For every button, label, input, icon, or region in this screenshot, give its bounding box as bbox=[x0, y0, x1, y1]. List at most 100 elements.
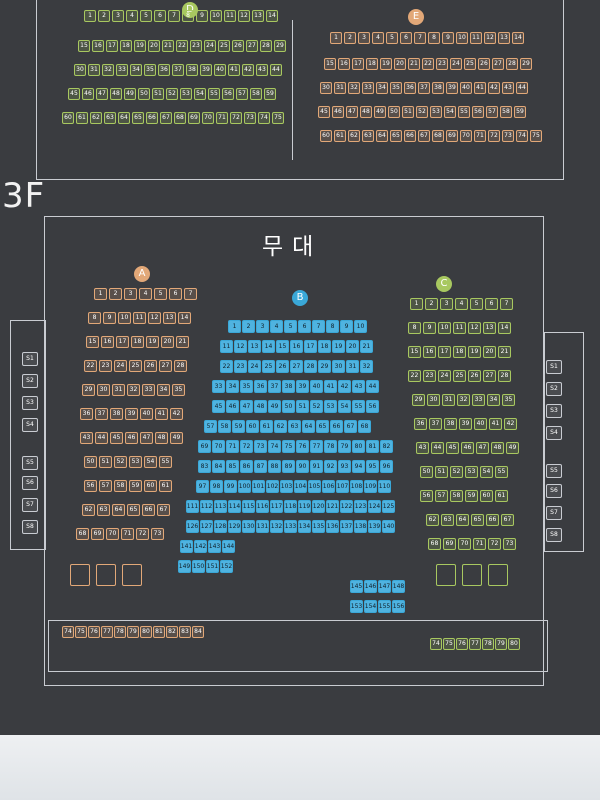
seat-section-b[interactable]: 106 bbox=[322, 480, 335, 493]
seat-upper-d[interactable]: 3 bbox=[112, 10, 124, 22]
seat-upper-e[interactable]: 13 bbox=[498, 32, 510, 44]
seat-section-c[interactable]: 7 bbox=[500, 298, 513, 310]
seat-upper-e[interactable]: 50 bbox=[388, 106, 400, 118]
seat-section-c[interactable]: 16 bbox=[423, 346, 436, 358]
seat-section-b[interactable]: 76 bbox=[296, 440, 309, 453]
seat-upper-d[interactable]: 45 bbox=[68, 88, 80, 100]
seat-section-b[interactable]: 100 bbox=[238, 480, 251, 493]
seat-section-b[interactable]: 32 bbox=[360, 360, 373, 373]
seat-section-a[interactable]: 41 bbox=[155, 408, 168, 420]
seat-section-a[interactable]: 28 bbox=[174, 360, 187, 372]
seat-upper-d[interactable]: 70 bbox=[202, 112, 214, 124]
seat-section-b[interactable]: 15 bbox=[276, 340, 289, 353]
seat-rear-left[interactable]: 76 bbox=[88, 626, 100, 638]
seat-section-c[interactable]: 70 bbox=[458, 538, 471, 550]
seat-upper-d[interactable]: 58 bbox=[250, 88, 262, 100]
seat-upper-d[interactable]: 33 bbox=[116, 64, 128, 76]
seat-section-b[interactable]: 140 bbox=[382, 520, 395, 533]
seat-rear-left[interactable]: 82 bbox=[166, 626, 178, 638]
seat-upper-e[interactable]: 49 bbox=[374, 106, 386, 118]
seat-upper-e[interactable]: 75 bbox=[530, 130, 542, 142]
seat-section-a[interactable]: 67 bbox=[157, 504, 170, 516]
seat-section-c[interactable]: 12 bbox=[468, 322, 481, 334]
seat-section-a[interactable]: 47 bbox=[140, 432, 153, 444]
seat-section-a[interactable]: 39 bbox=[125, 408, 138, 420]
seat-upper-e[interactable]: 19 bbox=[380, 58, 392, 70]
seat-upper-e[interactable]: 17 bbox=[352, 58, 364, 70]
seat-upper-e[interactable]: 24 bbox=[450, 58, 462, 70]
seat-section-b[interactable]: 68 bbox=[358, 420, 371, 433]
seat-section-b[interactable]: 127 bbox=[200, 520, 213, 533]
seat-section-b[interactable]: 57 bbox=[204, 420, 217, 433]
seat-upper-d[interactable]: 44 bbox=[270, 64, 282, 76]
seat-section-b[interactable]: 136 bbox=[326, 520, 339, 533]
seat-section-c[interactable]: 65 bbox=[471, 514, 484, 526]
seat-upper-d[interactable]: 47 bbox=[96, 88, 108, 100]
seat-section-c[interactable]: 51 bbox=[435, 466, 448, 478]
seat-section-b[interactable]: 42 bbox=[338, 380, 351, 393]
seat-section-b[interactable]: 28 bbox=[304, 360, 317, 373]
seat-section-b[interactable]: 139 bbox=[368, 520, 381, 533]
seat-upper-d[interactable]: 18 bbox=[120, 40, 132, 52]
seat-upper-d[interactable]: 23 bbox=[190, 40, 202, 52]
seat-section-b[interactable]: 44 bbox=[366, 380, 379, 393]
seat-section-c[interactable]: 10 bbox=[438, 322, 451, 334]
seat-upper-e[interactable]: 20 bbox=[394, 58, 406, 70]
seat-section-b[interactable]: 53 bbox=[324, 400, 337, 413]
seat-section-b[interactable]: 30 bbox=[332, 360, 345, 373]
seat-upper-d[interactable]: 52 bbox=[166, 88, 178, 100]
seat-section-b[interactable]: 138 bbox=[354, 520, 367, 533]
seat-section-a[interactable]: 5 bbox=[154, 288, 167, 300]
seat-rear-right[interactable]: 76 bbox=[456, 638, 468, 650]
seat-upper-e[interactable]: 7 bbox=[414, 32, 426, 44]
seat-section-b[interactable]: 5 bbox=[284, 320, 297, 333]
seat-upper-e[interactable]: 15 bbox=[324, 58, 336, 70]
seat-section-c[interactable]: 22 bbox=[408, 370, 421, 382]
seat-section-a[interactable]: 48 bbox=[155, 432, 168, 444]
seat-upper-d[interactable]: 5 bbox=[140, 10, 152, 22]
seat-section-c[interactable]: 54 bbox=[480, 466, 493, 478]
seat-section-b[interactable]: 77 bbox=[310, 440, 323, 453]
seat-section-a[interactable]: 54 bbox=[144, 456, 157, 468]
seat-upper-e[interactable]: 41 bbox=[474, 82, 486, 94]
box-seat-right[interactable]: S2 bbox=[546, 382, 562, 396]
seat-section-a[interactable]: 26 bbox=[144, 360, 157, 372]
seat-section-c[interactable]: 1 bbox=[410, 298, 423, 310]
seat-section-a[interactable]: 52 bbox=[114, 456, 127, 468]
seat-section-b[interactable]: 12 bbox=[234, 340, 247, 353]
seat-upper-d[interactable]: 53 bbox=[180, 88, 192, 100]
box-seat-left[interactable]: S3 bbox=[22, 396, 38, 410]
seat-section-b[interactable]: 80 bbox=[352, 440, 365, 453]
seat-upper-e[interactable]: 46 bbox=[332, 106, 344, 118]
seat-upper-d[interactable]: 51 bbox=[152, 88, 164, 100]
seat-section-a[interactable]: 44 bbox=[95, 432, 108, 444]
seat-upper-d[interactable]: 54 bbox=[194, 88, 206, 100]
seat-upper-e[interactable]: 74 bbox=[516, 130, 528, 142]
seat-section-b[interactable]: 122 bbox=[340, 500, 353, 513]
seat-section-c[interactable]: 23 bbox=[423, 370, 436, 382]
seat-section-b[interactable]: 87 bbox=[254, 460, 267, 473]
seat-upper-e[interactable]: 22 bbox=[422, 58, 434, 70]
seat-section-b[interactable]: 132 bbox=[270, 520, 283, 533]
seat-upper-e[interactable]: 45 bbox=[318, 106, 330, 118]
box-seat-left[interactable]: S8 bbox=[22, 520, 38, 534]
seat-section-b[interactable]: 101 bbox=[252, 480, 265, 493]
seat-section-c[interactable]: 21 bbox=[498, 346, 511, 358]
seat-section-b[interactable]: 25 bbox=[262, 360, 275, 373]
seat-section-b[interactable]: 103 bbox=[280, 480, 293, 493]
seat-section-c[interactable]: 67 bbox=[501, 514, 514, 526]
seat-rear-right[interactable]: 80 bbox=[508, 638, 520, 650]
seat-rear-left[interactable]: 77 bbox=[101, 626, 113, 638]
seat-upper-d[interactable]: 38 bbox=[186, 64, 198, 76]
seat-section-b[interactable]: 83 bbox=[198, 460, 211, 473]
seat-rear-left[interactable]: 75 bbox=[75, 626, 87, 638]
seat-section-b[interactable]: 50 bbox=[282, 400, 295, 413]
seat-upper-e[interactable]: 9 bbox=[442, 32, 454, 44]
seat-section-b[interactable]: 20 bbox=[346, 340, 359, 353]
seat-section-b[interactable]: 75 bbox=[282, 440, 295, 453]
seat-upper-e[interactable]: 32 bbox=[348, 82, 360, 94]
seat-section-c[interactable]: 39 bbox=[459, 418, 472, 430]
seat-section-b[interactable]: 64 bbox=[302, 420, 315, 433]
seat-section-c[interactable]: 13 bbox=[483, 322, 496, 334]
seat-section-c[interactable]: 43 bbox=[416, 442, 429, 454]
